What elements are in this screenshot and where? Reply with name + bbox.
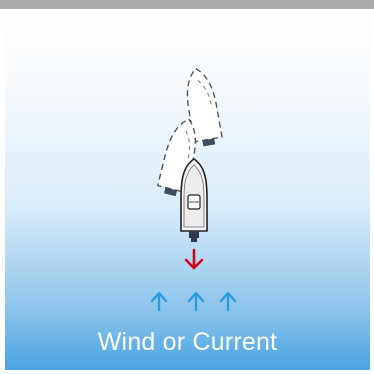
wind-arrow-icon [152, 293, 166, 310]
top-bar [0, 0, 374, 9]
caption-label: Wind or Current [5, 327, 370, 357]
wind-arrow-icon [189, 293, 203, 310]
drift-illustration [5, 9, 370, 370]
wind-arrow-icon [221, 293, 235, 310]
boat-icon [181, 159, 207, 242]
water-scene: Wind or Current [5, 9, 370, 370]
drift-arrow-icon [186, 250, 202, 268]
